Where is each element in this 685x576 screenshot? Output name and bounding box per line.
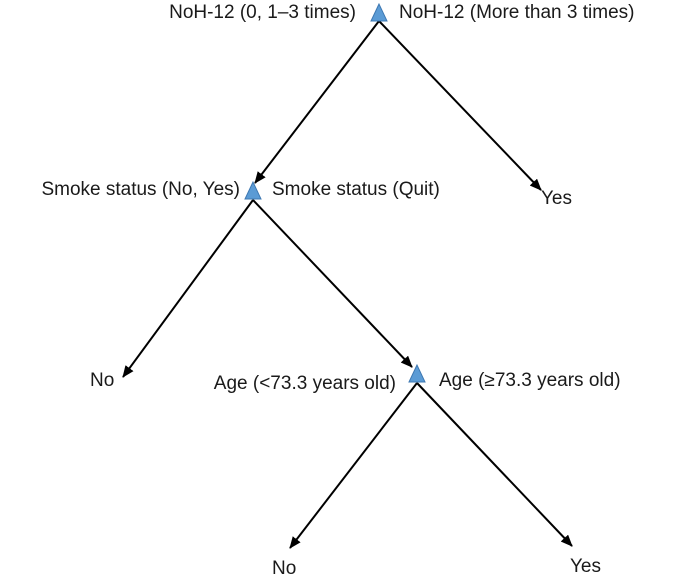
edge-age-to-yes [416, 382, 573, 547]
root-node-triangle-icon [370, 2, 388, 22]
root-left-label: NoH-12 (0, 1–3 times) [169, 2, 356, 23]
edge-smoke-to-no [122, 199, 254, 378]
edge-root-to-smoke [254, 20, 380, 184]
smoke-left-label: Smoke status (No, Yes) [41, 179, 240, 200]
age-left-label: Age (<73.3 years old) [214, 373, 396, 394]
smoke-node-triangle-icon [244, 180, 262, 200]
leaf-age-yes: Yes [570, 556, 601, 576]
edge-smoke-to-age [252, 199, 413, 368]
leaf-root-yes: Yes [541, 188, 572, 209]
edge-age-to-no [289, 382, 418, 549]
leaf-age-no: No [272, 558, 296, 576]
age-node-triangle-icon [408, 363, 426, 383]
root-right-label: NoH-12 (More than 3 times) [399, 2, 634, 23]
leaf-smoke-no: No [90, 370, 114, 391]
smoke-right-label: Smoke status (Quit) [272, 179, 440, 200]
age-right-label: Age (≥73.3 years old) [439, 370, 621, 391]
edge-root-to-yes [378, 20, 542, 191]
